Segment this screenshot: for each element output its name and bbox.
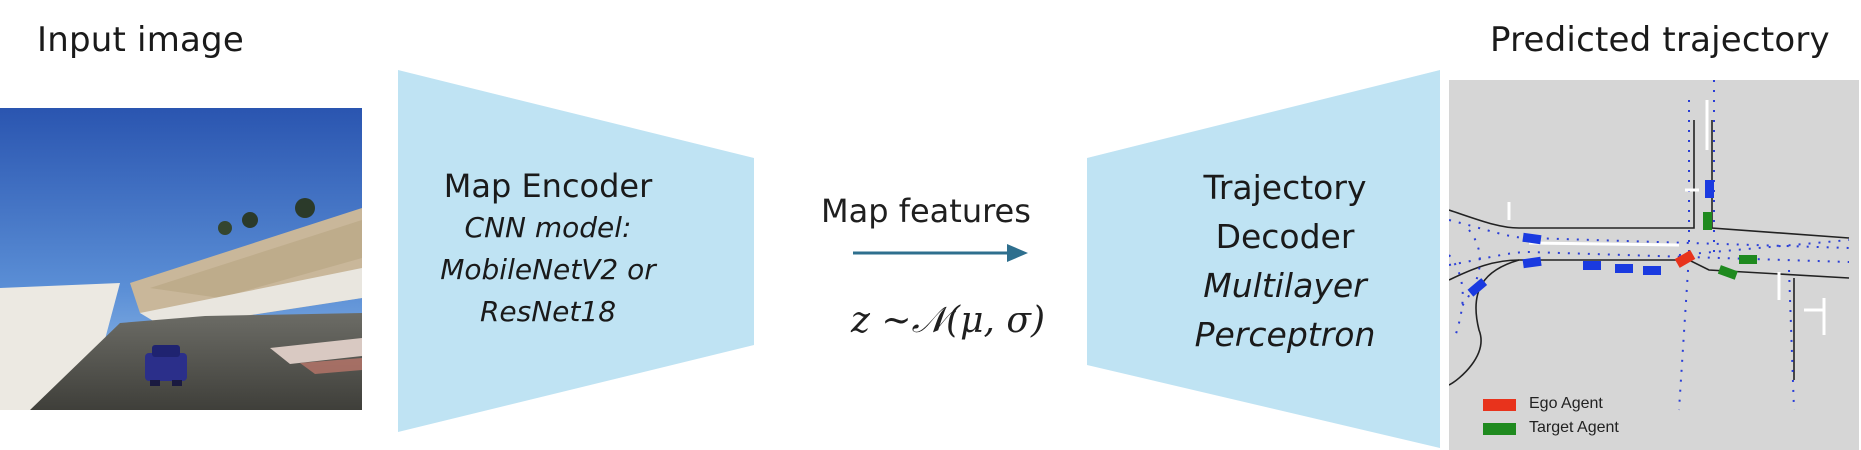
map-encoder-model-option-2: ResNet18 <box>479 295 617 328</box>
map-encoder-model-option-1: MobileNetV2 or <box>440 253 656 286</box>
predicted-trajectory-title: Predicted trajectory <box>1490 20 1830 60</box>
ego-agent-marker <box>1674 250 1696 268</box>
trajectory-decoder-text: Trajectory Decoder Multilayer Perceptron <box>1150 163 1420 359</box>
map-encoder-text: Map Encoder CNN model: MobileNetV2 or Re… <box>398 165 698 333</box>
map-encoder-shape <box>398 70 754 432</box>
trajectory-decoder-model-2: Perceptron <box>1194 315 1376 354</box>
latent-distribution-formula: z ~𝒩(μ, σ) <box>851 300 1046 341</box>
map-encoder-block <box>398 70 754 432</box>
target-agent-markers <box>1703 212 1757 280</box>
map-features-label: Map features <box>821 192 1031 230</box>
ego-agent-label: Ego Agent <box>1529 395 1603 412</box>
map-features-arrow <box>853 244 1028 262</box>
target-agent-swatch <box>1483 423 1516 435</box>
input-image <box>0 108 362 410</box>
trajectory-decoder-title-1: Trajectory <box>1203 168 1367 207</box>
map-encoder-title: Map Encoder <box>443 167 653 205</box>
map-encoder-model-label: CNN model: <box>464 211 632 244</box>
target-agent-label: Target Agent <box>1529 419 1619 436</box>
predicted-trajectory-map <box>1449 80 1859 450</box>
input-image-title: Input image <box>37 20 244 60</box>
trajectory-decoder-model-1: Multilayer <box>1203 266 1367 305</box>
trajectory-decoder-shape <box>1087 70 1440 448</box>
trajectory-decoder-title-2: Decoder <box>1215 217 1355 256</box>
ego-agent-swatch <box>1483 399 1516 411</box>
trajectory-decoder-block <box>1087 70 1440 448</box>
